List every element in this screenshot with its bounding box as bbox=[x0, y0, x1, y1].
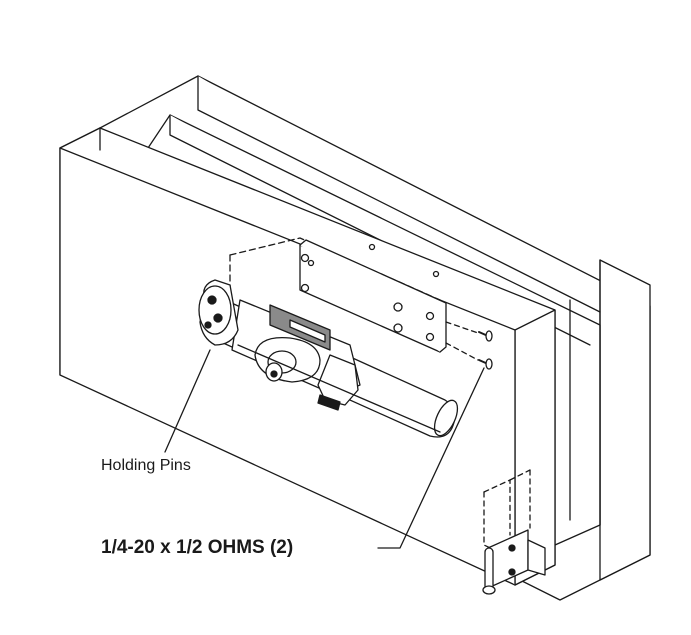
screws bbox=[446, 322, 492, 369]
mounting-plate bbox=[230, 238, 446, 352]
screw-1 bbox=[479, 331, 492, 341]
screws-leader bbox=[378, 368, 484, 548]
holding-pins-label: Holding Pins bbox=[101, 457, 191, 474]
hinge bbox=[483, 470, 545, 594]
screw-2 bbox=[479, 359, 492, 369]
leader-lines bbox=[165, 350, 484, 548]
door-closer bbox=[199, 280, 462, 439]
screws-callout-label: 1/4-20 x 1/2 OHMS (2) bbox=[101, 537, 294, 558]
holding-pins-leader bbox=[165, 350, 210, 452]
